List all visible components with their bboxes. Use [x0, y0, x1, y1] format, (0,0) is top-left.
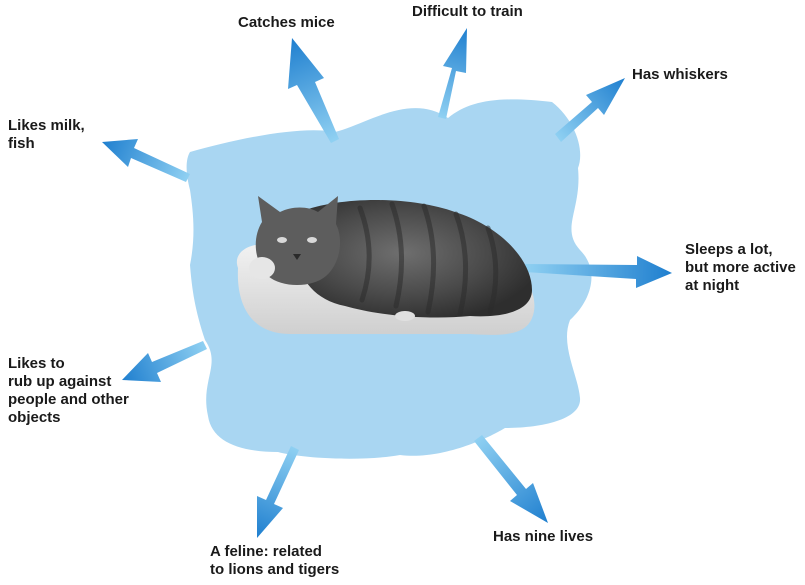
label-likes-milk-fish: Likes milk, fish [8, 117, 85, 153]
arrow-catches-mice [288, 38, 339, 143]
cat-eye-right [307, 237, 317, 243]
label-difficult-to-train: Difficult to train [412, 3, 523, 21]
cat-back-paw [395, 311, 415, 321]
label-a-feline: A feline: related to lions and tigers [210, 543, 339, 579]
label-has-nine-lives: Has nine lives [493, 528, 593, 546]
label-likes-to-rub: Likes to rub up against people and other… [8, 355, 129, 427]
arrow-has-whiskers [555, 78, 625, 142]
arrow-likes-milk-fish [102, 139, 190, 182]
arrow-a-feline [257, 446, 299, 538]
arrow-has-nine-lives [474, 435, 548, 523]
label-sleeps-a-lot: Sleeps a lot, but more active at night [685, 241, 796, 295]
label-has-whiskers: Has whiskers [632, 66, 728, 84]
arrow-likes-to-rub [122, 341, 207, 382]
label-catches-mice: Catches mice [238, 14, 335, 32]
cat-paw [249, 257, 275, 279]
cat-eye-left [277, 237, 287, 243]
arrow-difficult-to-train [438, 28, 467, 119]
